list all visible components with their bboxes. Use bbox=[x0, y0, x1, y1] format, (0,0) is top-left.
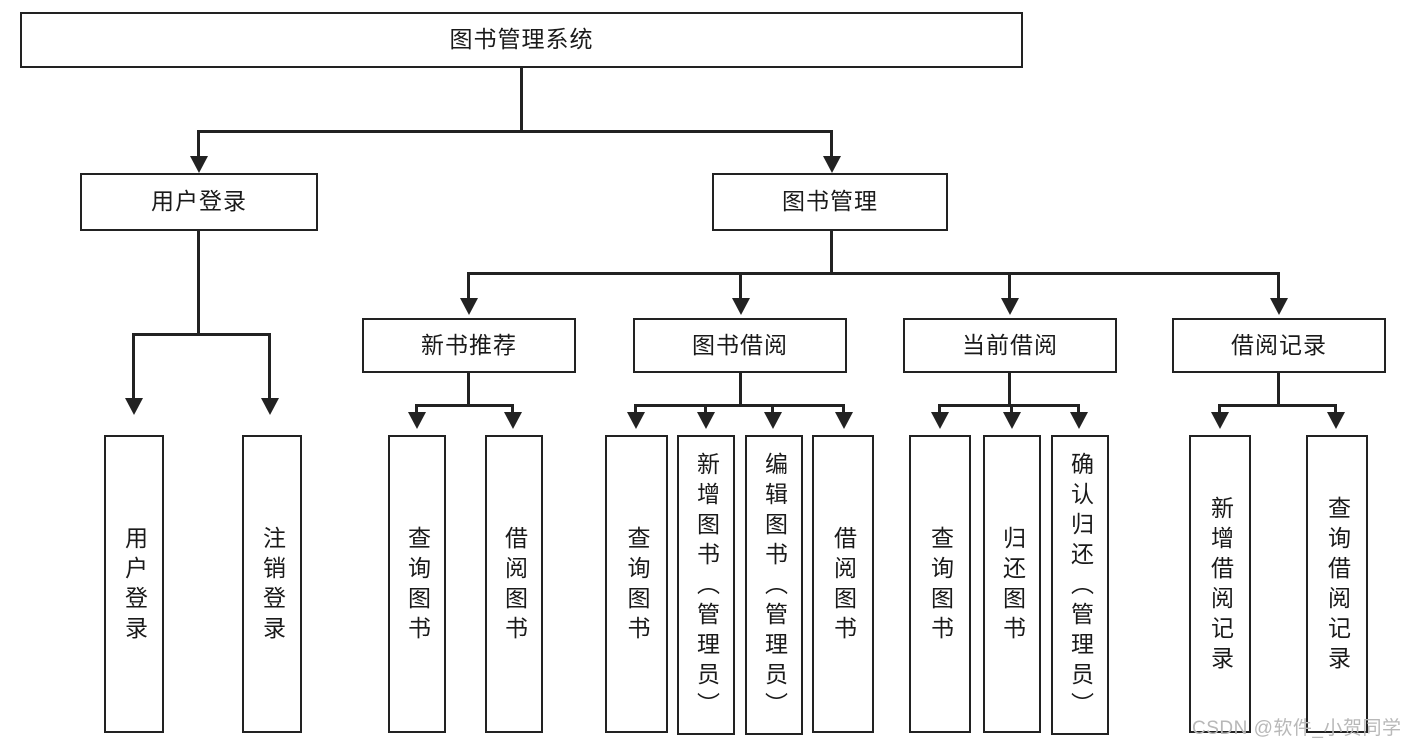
edge-bookmgmt-drop-2 bbox=[739, 272, 742, 300]
node-leaf-logout[interactable]: 注销登录 bbox=[242, 435, 302, 733]
arrow-to-leaf-user-login bbox=[125, 398, 143, 415]
edge-root-drop-right bbox=[830, 130, 833, 158]
node-label: 查询图书 bbox=[404, 526, 431, 646]
arrow-to-leaf-return-book bbox=[1003, 412, 1021, 429]
node-label: 确认归还（管理员） bbox=[1067, 452, 1094, 722]
node-leaf-borrow-book-rec[interactable]: 借阅图书 bbox=[485, 435, 543, 733]
node-label: 注销登录 bbox=[259, 526, 286, 646]
edge-newbook-bus bbox=[415, 404, 513, 407]
edge-bookmgmt-drop-4 bbox=[1277, 272, 1280, 300]
edge-newbook-drop-1 bbox=[415, 404, 418, 414]
node-leaf-query-borrow-record[interactable]: 查询借阅记录 bbox=[1306, 435, 1368, 733]
node-leaf-borrow-book-borrow[interactable]: 借阅图书 bbox=[812, 435, 874, 733]
node-root-system[interactable]: 图书管理系统 bbox=[20, 12, 1023, 68]
edge-bookborrow-bus bbox=[634, 404, 845, 407]
node-label: 用户登录 bbox=[151, 188, 247, 215]
node-label: 借阅记录 bbox=[1231, 331, 1327, 358]
arrow-to-user-login bbox=[190, 156, 208, 173]
edge-currentborrow-stem bbox=[1008, 373, 1011, 406]
arrow-to-borrow-record bbox=[1270, 298, 1288, 315]
arrow-to-leaf-borrow-book-b bbox=[835, 412, 853, 429]
edge-bookborrow-drop-1 bbox=[634, 404, 637, 414]
edge-borrowrecord-drop-2 bbox=[1334, 404, 1337, 414]
node-leaf-query-book-borrow[interactable]: 查询图书 bbox=[605, 435, 668, 733]
node-leaf-return-book[interactable]: 归还图书 bbox=[983, 435, 1041, 733]
node-book-management[interactable]: 图书管理 bbox=[712, 173, 948, 231]
edge-userlogin-drop-2 bbox=[268, 333, 271, 400]
edge-root-stem bbox=[520, 68, 523, 132]
edge-currentborrow-bus bbox=[938, 404, 1080, 407]
node-leaf-query-book-rec[interactable]: 查询图书 bbox=[388, 435, 446, 733]
arrow-to-leaf-edit-book bbox=[764, 412, 782, 429]
csdn-watermark: CSDN @软件_小贺同学 bbox=[1192, 718, 1402, 739]
node-label: 借阅图书 bbox=[830, 526, 857, 646]
node-label: 新增借阅记录 bbox=[1207, 496, 1234, 676]
node-leaf-confirm-return-admin[interactable]: 确认归还（管理员） bbox=[1051, 435, 1109, 735]
node-label: 图书管理 bbox=[782, 188, 878, 215]
arrow-to-current-borrow bbox=[1001, 298, 1019, 315]
node-label: 查询借阅记录 bbox=[1324, 496, 1351, 676]
edge-currentborrow-drop-1 bbox=[938, 404, 941, 414]
arrow-to-new-book-rec bbox=[460, 298, 478, 315]
node-label: 图书管理系统 bbox=[449, 26, 594, 53]
node-label: 图书借阅 bbox=[692, 331, 788, 358]
edge-userlogin-bus bbox=[132, 333, 271, 336]
arrow-to-leaf-logout bbox=[261, 398, 279, 415]
node-borrowing-record[interactable]: 借阅记录 bbox=[1172, 318, 1386, 373]
edge-borrowrecord-stem bbox=[1277, 373, 1280, 406]
node-new-book-recommendation[interactable]: 新书推荐 bbox=[362, 318, 576, 373]
edge-bookborrow-stem bbox=[739, 373, 742, 406]
edge-currentborrow-drop-3 bbox=[1077, 404, 1080, 414]
edge-root-bus bbox=[197, 130, 833, 133]
node-label: 查询图书 bbox=[927, 526, 954, 646]
node-label: 用户登录 bbox=[121, 526, 148, 646]
arrow-to-leaf-query-book-a bbox=[408, 412, 426, 429]
edge-root-drop-left bbox=[197, 130, 200, 158]
node-leaf-add-borrow-record[interactable]: 新增借阅记录 bbox=[1189, 435, 1251, 733]
edge-currentborrow-drop-2 bbox=[1010, 404, 1013, 414]
arrow-to-book-borrow bbox=[732, 298, 750, 315]
edge-borrowrecord-drop-1 bbox=[1218, 404, 1221, 414]
node-leaf-query-book-current[interactable]: 查询图书 bbox=[909, 435, 971, 733]
edge-newbook-stem bbox=[467, 373, 470, 406]
edge-userlogin-drop-1 bbox=[132, 333, 135, 400]
arrow-to-leaf-query-book-c bbox=[931, 412, 949, 429]
edge-bookborrow-drop-3 bbox=[771, 404, 774, 414]
arrow-to-leaf-add-record bbox=[1211, 412, 1229, 429]
edge-bookborrow-drop-4 bbox=[842, 404, 845, 414]
node-label: 借阅图书 bbox=[501, 526, 528, 646]
edge-borrowrecord-bus bbox=[1218, 404, 1337, 407]
node-leaf-edit-book-admin[interactable]: 编辑图书（管理员） bbox=[745, 435, 803, 735]
node-label: 归还图书 bbox=[999, 526, 1026, 646]
node-leaf-user-login[interactable]: 用户登录 bbox=[104, 435, 164, 733]
edge-bookmgmt-stem bbox=[830, 231, 833, 274]
node-label: 新增图书（管理员） bbox=[693, 452, 720, 722]
arrow-to-leaf-query-record bbox=[1327, 412, 1345, 429]
edge-userlogin-stem bbox=[197, 231, 200, 336]
node-label: 查询图书 bbox=[624, 526, 650, 646]
arrow-to-leaf-borrow-book-a bbox=[504, 412, 522, 429]
node-current-borrowing[interactable]: 当前借阅 bbox=[903, 318, 1117, 373]
arrow-to-leaf-confirm-return bbox=[1070, 412, 1088, 429]
arrow-to-book-manage bbox=[823, 156, 841, 173]
node-leaf-add-book-admin[interactable]: 新增图书（管理员） bbox=[677, 435, 735, 735]
node-label: 编辑图书（管理员） bbox=[761, 452, 788, 722]
node-label: 新书推荐 bbox=[421, 331, 517, 358]
edge-bookmgmt-drop-3 bbox=[1008, 272, 1011, 300]
arrow-to-leaf-add-book bbox=[697, 412, 715, 429]
node-user-login[interactable]: 用户登录 bbox=[80, 173, 318, 231]
arrow-to-leaf-query-book-b bbox=[627, 412, 645, 429]
edge-newbook-drop-2 bbox=[511, 404, 514, 414]
edge-bookmgmt-bus bbox=[467, 272, 1279, 275]
edge-bookmgmt-drop-1 bbox=[467, 272, 470, 300]
edge-bookborrow-drop-2 bbox=[704, 404, 707, 414]
node-book-borrowing[interactable]: 图书借阅 bbox=[633, 318, 847, 373]
node-label: 当前借阅 bbox=[962, 331, 1058, 358]
